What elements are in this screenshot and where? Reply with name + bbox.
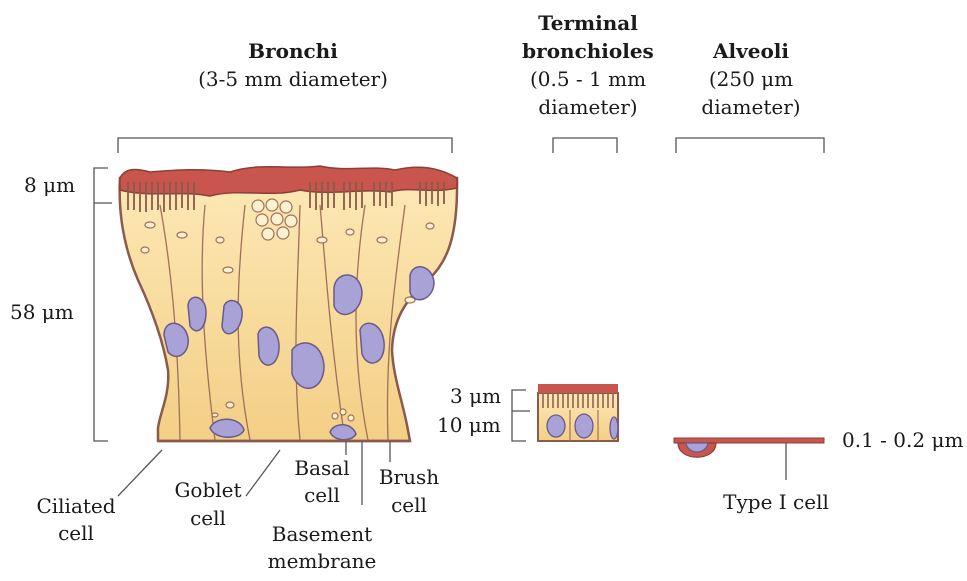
terminal-subtitle-line1: (0.5 - 1 mm: [530, 66, 646, 92]
bronchi-subtitle: (3-5 mm diameter): [198, 66, 388, 92]
label-basement-2: membrane: [268, 548, 377, 574]
measure-alveoli: 0.1 - 0.2 μm: [842, 427, 963, 453]
alveoli-title: Alveoli: [713, 38, 789, 64]
bronchi-title: Bronchi: [248, 38, 338, 64]
terminal-title-line2: bronchioles: [522, 38, 654, 64]
measure-terminal-body: 10 μm: [437, 412, 501, 438]
ciliated-leader: [118, 450, 162, 496]
label-type1: Type I cell: [723, 489, 829, 515]
terminal-epithelium: [538, 384, 618, 441]
terminal-subtitle-line2: diameter): [538, 94, 637, 120]
label-goblet-1: Goblet: [174, 477, 241, 503]
bronchi-epithelium: [120, 166, 457, 441]
label-brush-2: cell: [391, 492, 427, 518]
label-ciliated-1: Ciliated: [36, 493, 115, 519]
bronchi-height-bracket: [94, 168, 108, 441]
goblet-leader: [246, 450, 280, 496]
label-basement-1: Basement: [272, 521, 372, 547]
label-ciliated-2: cell: [58, 520, 94, 546]
bronchi-bracket: [118, 138, 452, 153]
label-basal-1: Basal: [294, 455, 349, 481]
top-brackets: [118, 138, 824, 153]
alveoli-bracket: [676, 138, 824, 153]
alveoli-epithelium: [674, 438, 824, 457]
label-goblet-2: cell: [190, 505, 226, 531]
terminal-title-line1: Terminal: [538, 10, 638, 36]
measure-bronchi-body: 58 μm: [10, 299, 74, 325]
terminal-height-bracket: [512, 390, 526, 441]
measure-bronchi-top: 8 μm: [24, 172, 75, 198]
terminal-bracket: [553, 138, 617, 153]
label-basal-2: cell: [304, 482, 340, 508]
alveoli-subtitle-line1: (250 μm: [709, 66, 793, 92]
alveoli-subtitle-line2: diameter): [701, 94, 800, 120]
label-brush-1: Brush: [379, 464, 439, 490]
measure-terminal-top: 3 μm: [450, 383, 501, 409]
